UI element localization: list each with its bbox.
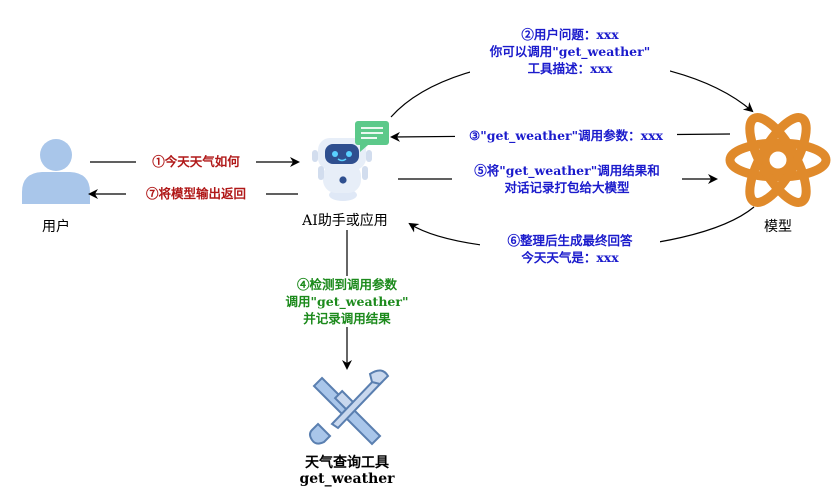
edge-2-line-1: ②用户问题：xxx [521, 27, 619, 42]
atom-icon [725, 113, 831, 207]
wrench-screwdriver-icon [309, 369, 390, 446]
edge-7-label: ⑦将模型输出返回 [126, 185, 266, 202]
tool-name-label: 天气查询工具 [305, 455, 389, 471]
edge-5-line-2: 对话记录打包给大模型 [504, 180, 630, 195]
edge-4-line-3: 并记录调用结果 [303, 311, 391, 326]
tool-id-label: get_weather [299, 471, 395, 487]
edge-2-label: ②用户问题：xxx 你可以调用"get_weather" 工具描述：xxx [470, 26, 670, 77]
chat-bubble-icon [355, 121, 389, 152]
edge-1-label: ①今天天气如何 [136, 153, 256, 170]
assistant-label: AI助手或应用 [302, 213, 388, 229]
robot-icon [312, 138, 372, 201]
edge-2-line-3: 工具描述：xxx [527, 61, 613, 76]
edge-4-line-1: ④检测到调用参数 [296, 277, 397, 292]
edge-6-label: ⑥整理后生成最终回答 今天天气是：xxx [480, 232, 660, 266]
edge-3-label: ③"get_weather"调用参数：xxx [455, 127, 677, 144]
edge-2-line-2: 你可以调用"get_weather" [489, 44, 651, 59]
edge-4-label: ④检测到调用参数 调用"get_weather" 并记录调用结果 [272, 276, 422, 327]
user-label: 用户 [42, 219, 70, 235]
edge-4-line-2: 调用"get_weather" [285, 294, 409, 309]
edge-6-line-1: ⑥整理后生成最终回答 [507, 233, 633, 248]
person-icon [22, 139, 90, 204]
edge-5-line-1: ⑤将"get_weather"调用结果和 [474, 163, 660, 178]
model-label: 模型 [764, 219, 792, 235]
edge-6-line-2: 今天天气是：xxx [521, 250, 619, 265]
edge-5-label: ⑤将"get_weather"调用结果和 对话记录打包给大模型 [452, 162, 682, 196]
